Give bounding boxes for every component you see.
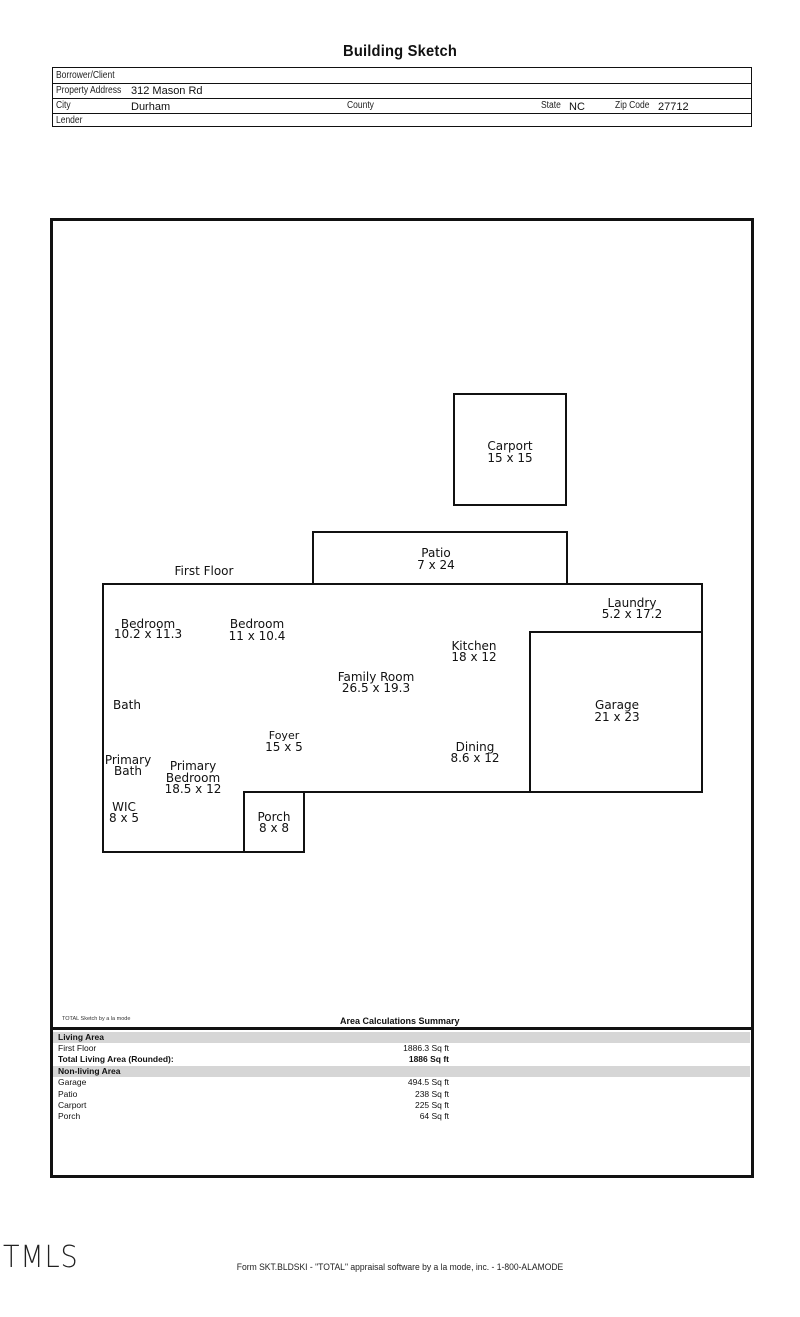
summary-row: Patio 238 Sq ft <box>53 1089 750 1100</box>
carport-area-label: Carport <box>58 1100 87 1110</box>
summary-row: Porch 64 Sq ft <box>53 1111 750 1122</box>
bedroom1-dims: 10.2 x 11.3 <box>114 627 182 641</box>
zip-label: Zip Code <box>615 100 650 111</box>
primary-bedroom-name-1: Primary <box>170 759 216 773</box>
family-room-dims: 26.5 x 19.3 <box>342 681 410 695</box>
bedroom2-dims: 11 x 10.4 <box>229 629 286 643</box>
carport-dims: 15 x 15 <box>487 451 532 465</box>
non-living-header-label: Non-living Area <box>58 1066 121 1076</box>
laundry-dims: 5.2 x 17.2 <box>602 607 663 621</box>
bedroom1-name: Bedroom <box>121 617 175 631</box>
garage-outline <box>529 631 703 793</box>
summary-row: Carport 225 Sq ft <box>53 1100 750 1111</box>
tmls-logo: TMLS <box>3 1240 79 1275</box>
borrower-row: Borrower/Client <box>53 68 751 84</box>
sketch-frame <box>50 218 754 1178</box>
porch-outline <box>243 791 304 852</box>
address-row: Property Address 312 Mason Rd <box>53 83 751 99</box>
total-living-value: 1886 Sq ft <box>408 1054 449 1064</box>
foyer-name: Foyer <box>269 729 300 742</box>
state-value: NC <box>569 101 585 113</box>
garage-area-value: 494.5 Sq ft <box>407 1077 449 1087</box>
total-living-row: Total Living Area (Rounded): 1886 Sq ft <box>53 1054 750 1065</box>
borrower-label: Borrower/Client <box>56 70 115 81</box>
patio-name: Patio <box>421 546 450 560</box>
patio-area-value: 238 Sq ft <box>414 1089 449 1099</box>
primary-bath-name-2: Bath <box>114 764 142 778</box>
sketch-credit: TOTAL Sketch by a la mode <box>62 1016 131 1022</box>
summary-row: First Floor 1886.3 Sq ft <box>53 1043 750 1054</box>
bath-name: Bath <box>113 698 141 712</box>
primary-bedroom-dims: 18.5 x 12 <box>165 782 222 796</box>
patio-area-label: Patio <box>58 1089 78 1099</box>
porch-dims: 8 x 8 <box>259 821 289 835</box>
porch-area-value: 64 Sq ft <box>419 1111 449 1121</box>
bedroom2-name: Bedroom <box>230 617 284 631</box>
primary-bath-name-1: Primary <box>105 753 151 767</box>
patio-dims: 7 x 24 <box>417 558 455 572</box>
city-label: City <box>56 100 71 111</box>
family-room-name: Family Room <box>338 670 415 684</box>
wic-dims: 8 x 5 <box>109 811 139 825</box>
city-value: Durham <box>131 101 171 113</box>
carport-outline <box>453 393 567 506</box>
kitchen-dims: 18 x 12 <box>451 650 496 664</box>
garage-name: Garage <box>595 698 639 712</box>
summary-divider <box>50 1027 754 1030</box>
page-title: Building Sketch <box>343 43 457 60</box>
address-value: 312 Mason Rd <box>131 85 203 97</box>
garage-dims: 21 x 23 <box>594 710 639 724</box>
porch-name: Porch <box>257 810 290 824</box>
first-floor-value: 1886.3 Sq ft <box>403 1043 449 1053</box>
state-label: State <box>541 100 561 111</box>
form-footer-note: Form SKT.BLDSKI - "TOTAL" appraisal soft… <box>236 1262 564 1273</box>
city-row: City Durham County State NC Zip Code 277… <box>53 98 751 114</box>
carport-area-value: 225 Sq ft <box>414 1100 449 1110</box>
property-info-table: Borrower/Client Property Address 312 Mas… <box>52 67 752 127</box>
summary-title: Area Calculations Summary <box>340 1016 460 1026</box>
laundry-name: Laundry <box>608 596 657 610</box>
non-living-area-header: Non-living Area <box>53 1066 750 1077</box>
dining-dims: 8.6 x 12 <box>450 751 499 765</box>
patio-outline <box>312 531 568 584</box>
lender-row: Lender <box>53 113 751 128</box>
primary-bedroom-name-2: Bedroom <box>166 771 220 785</box>
porch-area-label: Porch <box>58 1111 81 1121</box>
first-floor-label: First Floor <box>58 1043 97 1053</box>
dining-name: Dining <box>456 740 495 754</box>
floor-label: First Floor <box>175 564 234 578</box>
kitchen-name: Kitchen <box>451 639 496 653</box>
total-living-label: Total Living Area (Rounded): <box>58 1054 174 1064</box>
foyer-dims: 15 x 5 <box>265 740 303 754</box>
living-area-header: Living Area <box>53 1032 750 1043</box>
garage-area-label: Garage <box>58 1077 87 1087</box>
wic-name: WIC <box>112 800 136 814</box>
address-label: Property Address <box>56 85 122 96</box>
county-label: County <box>347 100 374 111</box>
summary-row: Garage 494.5 Sq ft <box>53 1077 750 1088</box>
zip-value: 27712 <box>658 101 689 113</box>
lender-label: Lender <box>56 115 83 126</box>
carport-name: Carport <box>487 439 533 453</box>
living-area-header-label: Living Area <box>58 1032 104 1042</box>
